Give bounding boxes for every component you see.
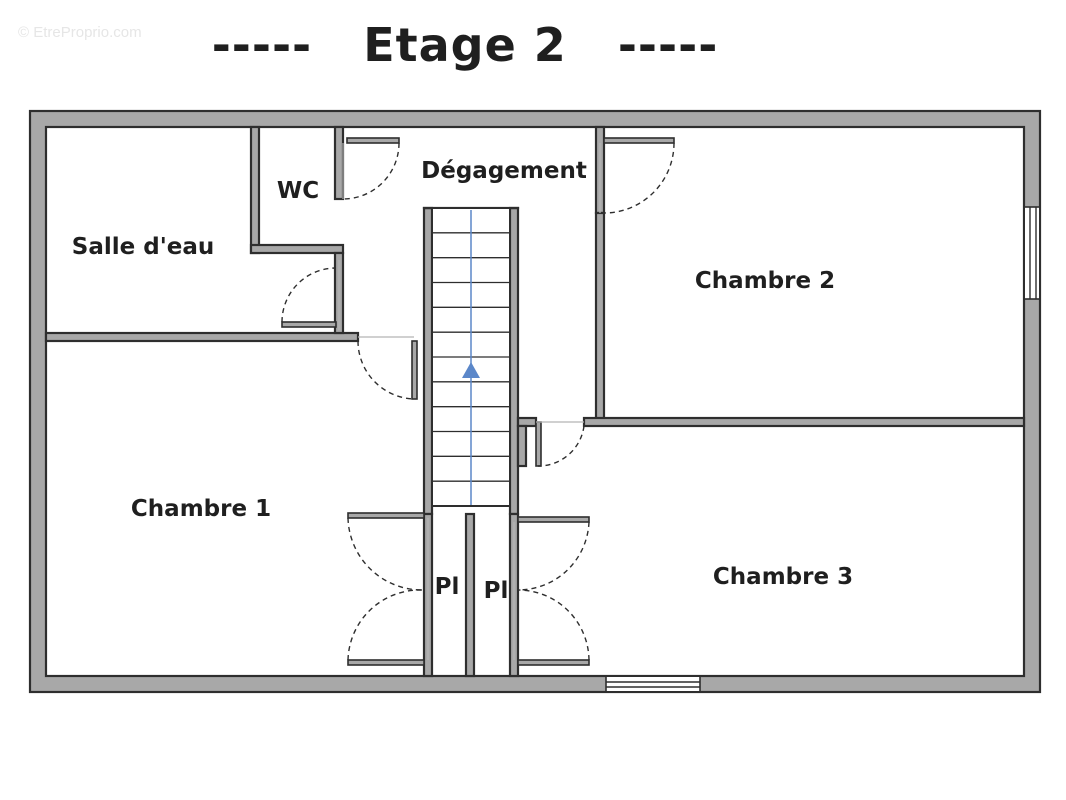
- door-placard-left: [347, 512, 429, 666]
- room-label-placard-right: Pl: [484, 578, 509, 604]
- stair-up-arrow-icon: [462, 362, 480, 378]
- door-chambre-1: [357, 336, 418, 400]
- watermark: © EtreProprio.com: [18, 24, 142, 41]
- room-label-chambre-1: Chambre 1: [131, 496, 271, 522]
- door-chambre-3: [535, 421, 585, 467]
- door-placard-right: [513, 516, 590, 666]
- door-salle-deau: [281, 260, 340, 330]
- floor-title: ----- Etage 2 -----: [211, 18, 719, 72]
- room-label-placard-left: Pl: [435, 574, 460, 600]
- interior-walls: [44, 125, 1026, 678]
- door-wc: [342, 137, 400, 200]
- window-chambre-3: [605, 676, 701, 692]
- door-chambre-2: [599, 137, 675, 214]
- staircase: [431, 207, 511, 507]
- outer-walls: [28, 109, 1042, 694]
- room-label-wc: WC: [277, 178, 319, 204]
- window-chambre-2: [1024, 206, 1040, 300]
- room-label-chambre-3: Chambre 3: [713, 564, 853, 590]
- room-label-degagement: Dégagement: [421, 158, 587, 184]
- room-label-salle-deau: Salle d'eau: [72, 234, 214, 260]
- room-label-chambre-2: Chambre 2: [695, 268, 835, 294]
